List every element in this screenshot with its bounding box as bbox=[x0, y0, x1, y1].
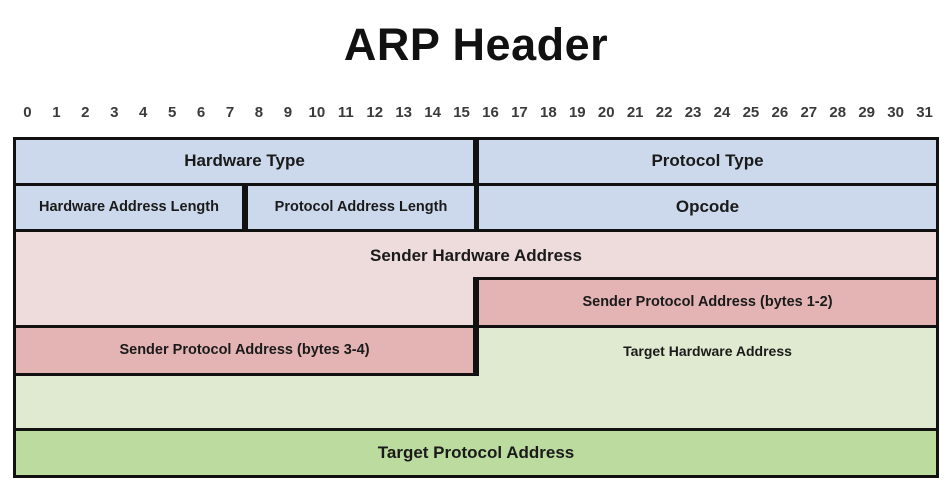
bit-label-7: 7 bbox=[225, 104, 235, 121]
page-title: ARP Header bbox=[343, 19, 609, 70]
bit-label-9: 9 bbox=[283, 104, 293, 121]
field-label: Target Protocol Address bbox=[377, 442, 575, 462]
bit-label-27: 27 bbox=[800, 104, 818, 121]
bit-label-12: 12 bbox=[366, 104, 384, 121]
bit-label-11: 11 bbox=[337, 104, 354, 121]
bit-label-8: 8 bbox=[254, 104, 264, 121]
bit-label-20: 20 bbox=[597, 104, 615, 121]
bit-label-3: 3 bbox=[110, 104, 119, 121]
bit-label-19: 19 bbox=[568, 104, 586, 121]
bit-label-26: 26 bbox=[771, 104, 789, 121]
bit-label-22: 22 bbox=[655, 104, 673, 121]
field-hardware-address-length: Hardware Address Length bbox=[13, 183, 245, 232]
bit-label-25: 25 bbox=[742, 104, 760, 121]
bit-label-6: 6 bbox=[196, 104, 206, 121]
field-hardware-type: Hardware Type bbox=[13, 137, 476, 186]
bit-label-13: 13 bbox=[395, 104, 412, 121]
bit-label-0: 0 bbox=[23, 104, 32, 121]
bit-label-2: 2 bbox=[81, 104, 90, 121]
bit-label-18: 18 bbox=[540, 104, 557, 121]
bit-label-17: 17 bbox=[511, 104, 528, 121]
bit-label-24: 24 bbox=[713, 104, 731, 121]
bit-label-4: 4 bbox=[139, 104, 148, 121]
field-target-protocol-address: Target Protocol Address bbox=[13, 428, 939, 478]
bit-label-28: 28 bbox=[829, 104, 847, 121]
field-opcode: Opcode bbox=[476, 183, 939, 232]
bit-label-1: 1 bbox=[52, 104, 61, 121]
bit-label-15: 15 bbox=[453, 104, 470, 121]
field-label: Sender Protocol Address (bytes 3-4) bbox=[119, 341, 370, 358]
field-sender-hardware-address-cont bbox=[13, 277, 476, 328]
bit-label-21: 21 bbox=[626, 104, 644, 121]
field-label: Protocol Type bbox=[651, 151, 764, 171]
field-label: Opcode bbox=[675, 197, 740, 217]
field-sender-hardware-address: Sender Hardware Address bbox=[13, 229, 939, 280]
bit-label-16: 16 bbox=[482, 104, 499, 121]
bit-label-14: 14 bbox=[424, 104, 441, 121]
field-label: Sender Hardware Address bbox=[370, 245, 582, 265]
field-label: Sender Protocol Address (bytes 1-2) bbox=[582, 293, 833, 310]
bit-label-23: 23 bbox=[684, 104, 702, 121]
bit-label-29: 29 bbox=[858, 104, 875, 121]
bit-label-30: 30 bbox=[887, 104, 904, 121]
bit-label-31: 31 bbox=[916, 104, 933, 121]
field-protocol-type: Protocol Type bbox=[476, 137, 939, 186]
field-label: Protocol Address Length bbox=[274, 198, 448, 215]
field-target-hardware-address: Target Hardware Address bbox=[476, 325, 939, 376]
bit-label-5: 5 bbox=[167, 104, 177, 121]
field-protocol-address-length: Protocol Address Length bbox=[245, 183, 477, 232]
bit-label-10: 10 bbox=[308, 104, 326, 121]
field-label: Hardware Address Length bbox=[39, 198, 219, 215]
field-sender-protocol-address-bytes-3-4: Sender Protocol Address (bytes 3-4) bbox=[13, 325, 476, 376]
field-label: Target Hardware Address bbox=[623, 343, 792, 360]
field-sender-protocol-address-bytes-1-2: Sender Protocol Address (bytes 1-2) bbox=[476, 277, 939, 328]
field-target-hardware-address-cont bbox=[13, 373, 939, 431]
field-label: Hardware Type bbox=[184, 151, 305, 171]
